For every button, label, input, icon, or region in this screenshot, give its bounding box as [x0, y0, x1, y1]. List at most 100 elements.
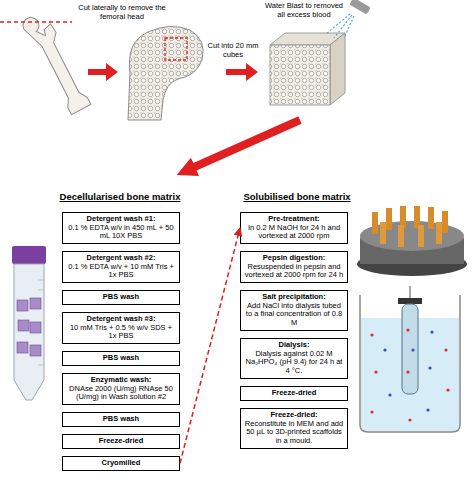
process-box: Pepsin digestion:Resuspended in pepsin a… — [240, 251, 348, 283]
bone-cube — [30, 345, 41, 356]
particle — [388, 393, 391, 396]
step-heading: Cryomilled — [66, 459, 176, 468]
process-box: Cryomilled — [62, 456, 180, 471]
step-detail: Reconstitute in MEM and add 50 µL to 3D-… — [244, 420, 344, 446]
step-heading: Freeze-dried — [66, 437, 176, 446]
process-box: PBS wash — [62, 351, 180, 366]
step-heading: Pre-treatment: — [244, 215, 344, 224]
tube-mark — [38, 280, 44, 281]
process-box: Detergent wash #1:0.1 % EDTA w/v in 450 … — [62, 212, 180, 244]
sample-tube — [428, 207, 434, 229]
section-heading: Solubilised bone matrix — [222, 192, 372, 203]
particle — [370, 410, 373, 413]
cube-front — [270, 45, 330, 105]
femur-outline — [20, 10, 93, 116]
sample-tube — [386, 208, 392, 230]
particle — [406, 370, 409, 373]
step-note: Cut laterally to remove the femoral head — [76, 4, 168, 21]
bone-cube — [17, 342, 28, 353]
process-box: Enzymatic wash:DNAse 2000 (U/mg) RNAse 5… — [62, 373, 180, 405]
sample-tube — [442, 211, 448, 233]
tube-mark — [38, 290, 44, 291]
step-heading: PBS wash — [66, 293, 176, 302]
step-heading: Freeze-dried: — [244, 411, 344, 420]
step-arrow — [88, 63, 118, 81]
step-heading: PBS wash — [66, 415, 176, 424]
process-box: Pre-treatment:In 0.2 M NaOH for 24 h and… — [240, 212, 348, 244]
process-box: Detergent wash #3:10 mM Tris + 0.5 % w/v… — [62, 312, 180, 344]
particle — [374, 370, 377, 373]
step-heading: Dialysis: — [244, 341, 344, 350]
water-jet — [344, 16, 354, 38]
process-box: Freeze-dried:Reconstitute in MEM and add… — [240, 408, 348, 449]
step-heading: Detergent wash #1: — [66, 215, 176, 224]
process-box: Freeze-dried — [62, 434, 180, 449]
particle — [408, 418, 411, 421]
step-heading: Pepsin digestion: — [244, 254, 344, 263]
sample-tube — [380, 222, 386, 244]
step-detail: Add NaCl into dialysis tubed to a final … — [244, 302, 344, 328]
sample-tube — [400, 206, 406, 228]
step-detail: DNAse 2000 (U/mg) RNAse 50 (U/mg) in Was… — [66, 385, 176, 402]
sample-tube — [414, 206, 420, 228]
bone-cube — [30, 322, 41, 333]
sample-tube — [398, 225, 404, 247]
main-arrow-shape — [173, 111, 304, 184]
step-detail: Resuspended in pepsin and vortexed at 20… — [244, 263, 344, 280]
step-arrow — [226, 63, 258, 81]
step-detail: Dialysis against 0.02 M Na₂HPO₄ (pH 9.4)… — [244, 350, 344, 376]
process-box: Freeze-dried — [240, 386, 348, 401]
femur-bone — [20, 10, 93, 116]
particle — [430, 330, 433, 333]
section-heading: Decellularised bone matrix — [30, 192, 210, 203]
step-heading: Freeze-dried — [244, 389, 344, 398]
sample-tube — [418, 225, 424, 247]
bone-cube — [30, 298, 41, 309]
dashed-connector — [180, 228, 240, 463]
sample-tube — [372, 212, 378, 234]
cut-square — [165, 38, 187, 60]
cut-line — [0, 21, 72, 23]
particle — [383, 348, 386, 351]
dialysis-bag — [402, 304, 418, 394]
step-note: Water Blast to removed all excess blood — [262, 2, 346, 19]
water-jet — [334, 15, 352, 38]
step-detail: 10 mM Tris + 0.5 % w/v SDS + 1x PBS — [66, 324, 176, 341]
step-heading: Detergent wash #3: — [66, 315, 176, 324]
tube-body — [14, 264, 44, 400]
step-detail: 0.1 % EDTA w/v in 450 mL + 50 mL 10X PBS — [66, 224, 176, 241]
step-heading: Salt precipitation: — [244, 293, 344, 302]
process-box: PBS wash — [62, 290, 180, 305]
process-box: PBS wash — [62, 412, 180, 427]
step-detail: 0.1 % EDTA w/v + 10 mM Tris + 1x PBS — [66, 263, 176, 280]
step-detail: In 0.2 M NaOH for 24 h and vortexed at 2… — [244, 224, 344, 241]
sample-tube — [436, 222, 442, 244]
process-box: Dialysis:Dialysis against 0.02 M Na₂HPO₄… — [240, 338, 348, 379]
bag-clip — [398, 298, 422, 304]
step-heading: Enzymatic wash: — [66, 376, 176, 385]
process-box: Detergent wash #2:0.1 % EDTA w/v + 10 mM… — [62, 251, 180, 283]
particle — [426, 408, 429, 411]
bag-string — [410, 286, 411, 298]
spray-nozzle — [349, 0, 370, 14]
beaker-outline — [360, 295, 460, 432]
particle — [444, 348, 447, 351]
bone-cube — [18, 320, 29, 331]
particle — [370, 333, 373, 336]
step-note: Cut into 20 mm cubes — [203, 42, 263, 59]
particle — [428, 366, 431, 369]
process-box: Salt precipitation:Add NaCl into dialysi… — [240, 290, 348, 331]
particle — [446, 388, 449, 391]
femur-section — [128, 26, 203, 120]
cube-side — [330, 33, 345, 105]
tube-mark — [38, 365, 44, 366]
tube-cap — [12, 246, 46, 264]
particle — [406, 328, 409, 331]
particle — [411, 348, 414, 351]
step-heading: Detergent wash #2: — [66, 254, 176, 263]
main-arrow — [173, 111, 304, 184]
bone-cube — [17, 300, 28, 311]
step-heading: PBS wash — [66, 354, 176, 363]
